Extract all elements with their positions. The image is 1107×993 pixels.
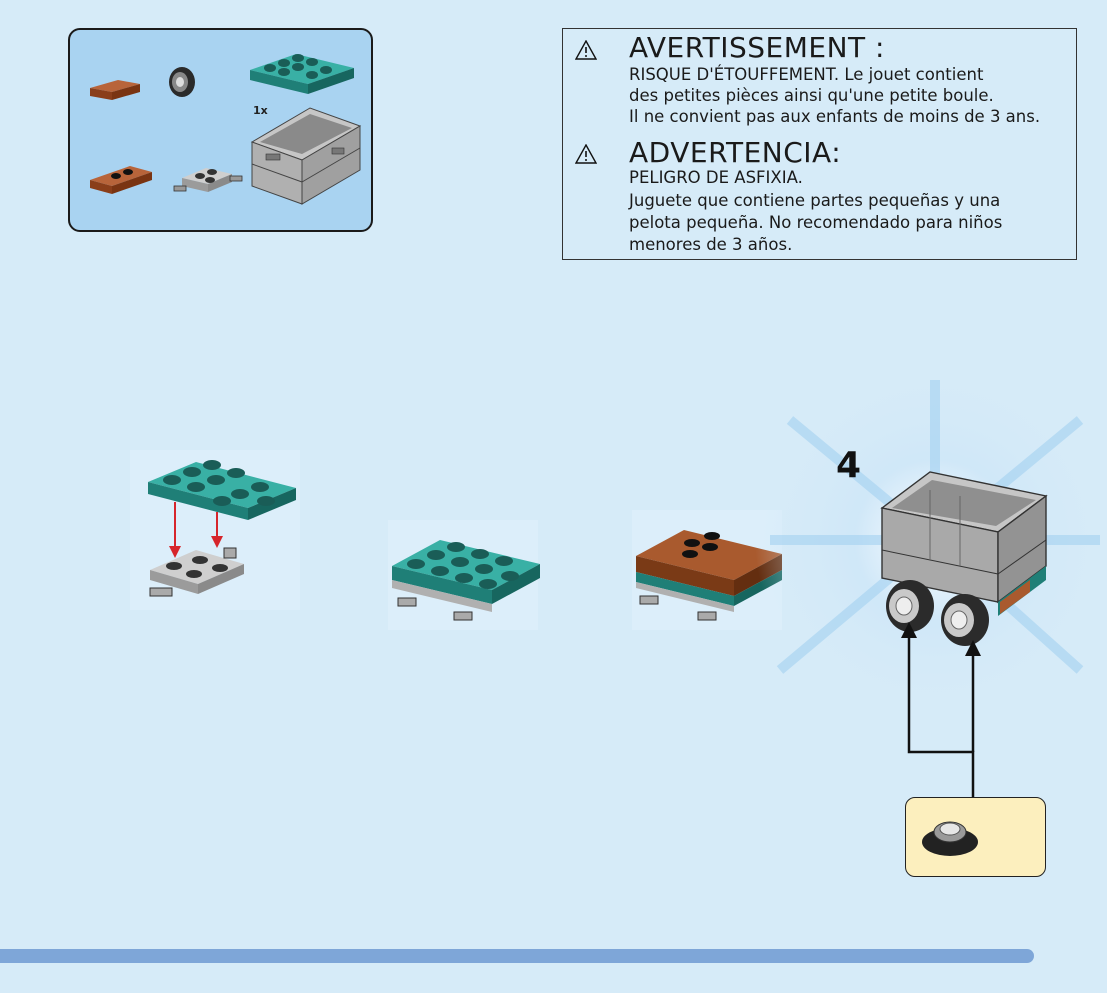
- substep-plate-attached: [388, 520, 540, 630]
- french-warning-line: Il ne convient pas aux enfants de moins …: [629, 107, 1040, 127]
- warning-triangle-icon: [575, 144, 597, 164]
- warning-triangle-icon: [575, 40, 597, 60]
- crate-part: [252, 108, 360, 204]
- spanish-warning-line: pelota pequeña. No recomendado para niño…: [629, 213, 1002, 233]
- substep-attach-plate: [130, 450, 300, 610]
- spanish-warning-title: ADVERTENCIA:: [629, 138, 841, 168]
- brown-tile-part: [90, 80, 140, 100]
- warning-box: AVERTISSEMENT : RISQUE D'ÉTOUFFEMENT. Le…: [562, 28, 1077, 260]
- spanish-warning-line: Juguete que contiene partes pequeñas y u…: [629, 191, 1000, 211]
- quantity-label: 1x: [253, 104, 268, 117]
- spanish-warning-line: menores de 3 años.: [629, 235, 792, 255]
- french-warning-line: RISQUE D'ÉTOUFFEMENT. Le jouet contient: [629, 65, 983, 85]
- page-divider-bar: [0, 949, 1034, 963]
- wheel-icon: [906, 798, 1047, 878]
- french-warning-title: AVERTISSEMENT :: [629, 33, 885, 63]
- teal-plate-part: [250, 54, 354, 94]
- step-number: 4: [836, 445, 861, 486]
- parts-illustration: [70, 30, 375, 234]
- wheel-callout: [905, 797, 1046, 877]
- brown-plate-part: [90, 166, 152, 194]
- spanish-warning-line: PELIGRO DE ASFIXIA.: [629, 168, 803, 188]
- wheel-holder-part: [174, 168, 242, 192]
- parts-inventory-box: 1x: [68, 28, 373, 232]
- wheel-part: [169, 67, 195, 97]
- french-warning-line: des petites pièces ainsi qu'une petite b…: [629, 86, 994, 106]
